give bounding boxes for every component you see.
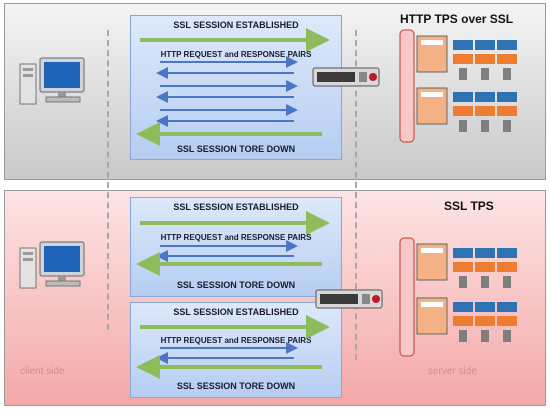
client-computer-icon bbox=[19, 241, 85, 289]
server-side-label: server side bbox=[428, 366, 477, 377]
load-balancer-appliance-icon bbox=[312, 67, 380, 87]
ssl-tps-title: SSL TPS bbox=[444, 199, 494, 213]
client-computer-icon bbox=[19, 57, 85, 105]
session1-teardown-label: SSL SESSION TORE DOWN bbox=[176, 280, 296, 290]
session1-pairs-label: HTTP REQUEST and RESPONSE PAIRS bbox=[160, 233, 312, 242]
session1-established-label: SSL SESSION ESTABLISHED bbox=[173, 202, 299, 212]
client-divider-line bbox=[107, 30, 109, 330]
server-farm-icon bbox=[399, 29, 517, 143]
session2-teardown-label: SSL SESSION TORE DOWN bbox=[176, 381, 296, 391]
load-balancer-appliance-icon bbox=[315, 289, 383, 309]
top-pairs-label: HTTP REQUEST and RESPONSE PAIRS bbox=[160, 50, 312, 59]
http-tps-title: HTTP TPS over SSL bbox=[400, 12, 514, 26]
server-farm-icon bbox=[399, 237, 517, 357]
client-side-label: client side bbox=[20, 366, 65, 377]
top-established-label: SSL SESSION ESTABLISHED bbox=[173, 20, 299, 30]
top-teardown-label: SSL SESSION TORE DOWN bbox=[176, 144, 296, 154]
session2-pairs-label: HTTP REQUEST and RESPONSE PAIRS bbox=[160, 336, 312, 345]
session2-established-label: SSL SESSION ESTABLISHED bbox=[173, 307, 299, 317]
server-divider-line bbox=[355, 30, 357, 360]
